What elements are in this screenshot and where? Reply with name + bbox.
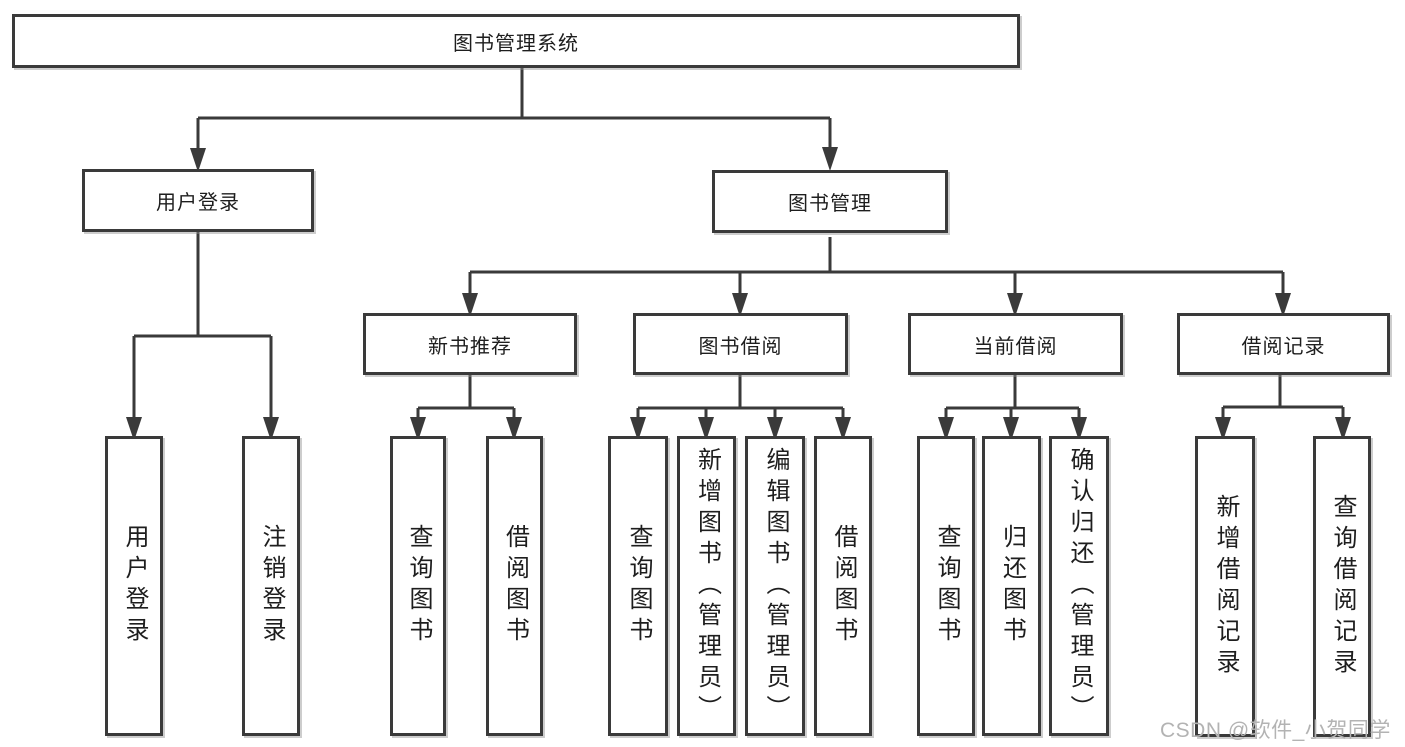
arrow-down-icon (1275, 293, 1291, 317)
leaf-label: 借阅图书 (830, 524, 857, 648)
leaf-confirm-return-admin: 确认归还（管理员） (1049, 436, 1109, 736)
node-current-borrow-label: 当前借阅 (973, 335, 1058, 358)
leaf-user-login: 用户登录 (105, 436, 163, 736)
leaf-query-books-borrow: 查询图书 (608, 436, 668, 736)
leaf-label: 新增借阅记录 (1212, 493, 1239, 680)
leaf-label: 编辑图书（管理员） (762, 446, 789, 726)
connector-book-management-children (468, 237, 1285, 295)
arrow-down-icon (1071, 417, 1087, 441)
connector-borrow-records-children (1221, 375, 1345, 419)
connector-book-borrow-children (636, 375, 845, 419)
node-new-book-recommend-label: 新书推荐 (428, 335, 512, 358)
leaf-label: 借阅图书 (501, 524, 529, 648)
leaf-label: 查询借阅记录 (1329, 493, 1356, 680)
leaf-return-books: 归还图书 (982, 436, 1041, 736)
arrow-down-icon (410, 417, 426, 441)
node-book-management: 图书管理 (712, 170, 948, 233)
leaf-logout: 注销登录 (242, 436, 300, 736)
connector-current-borrow-children (944, 375, 1081, 419)
leaf-logout-label: 注销登录 (258, 524, 285, 648)
arrow-down-icon (1335, 417, 1351, 441)
leaf-label: 查询图书 (405, 524, 432, 648)
arrow-down-icon (190, 148, 206, 172)
leaf-borrow-books-recommend: 借阅图书 (486, 436, 543, 736)
node-root: 图书管理系统 (12, 14, 1020, 68)
arrowheads (126, 147, 1351, 441)
leaf-query-books-current: 查询图书 (917, 436, 975, 736)
leaf-label: 归还图书 (998, 524, 1026, 648)
arrow-down-icon (263, 417, 279, 441)
node-borrow-records: 借阅记录 (1177, 313, 1390, 375)
leaf-user-login-label: 用户登录 (121, 524, 148, 648)
arrow-down-icon (835, 417, 851, 441)
arrow-down-icon (822, 147, 838, 171)
arrow-down-icon (767, 417, 783, 441)
connector-user-login-children (132, 232, 273, 419)
arrow-down-icon (1215, 417, 1231, 441)
node-book-borrow: 图书借阅 (633, 313, 848, 375)
arrow-down-icon (462, 293, 478, 317)
node-new-book-recommend: 新书推荐 (363, 313, 577, 375)
arrow-down-icon (1007, 293, 1023, 317)
leaf-label: 新增图书（管理员） (693, 446, 721, 726)
node-book-management-label: 图书管理 (788, 193, 872, 215)
arrow-down-icon (732, 293, 748, 317)
arrow-down-icon (506, 417, 522, 441)
arrow-down-icon (630, 417, 646, 441)
connector-root-to-level2 (196, 68, 832, 150)
arrow-down-icon (938, 417, 954, 441)
node-current-borrow: 当前借阅 (908, 313, 1123, 375)
csdn-watermark: CSDN @软件_小贺同学 (1160, 719, 1391, 742)
node-root-label: 图书管理系统 (453, 32, 579, 55)
node-borrow-records-label: 借阅记录 (1241, 335, 1326, 358)
leaf-edit-books-admin: 编辑图书（管理员） (745, 436, 805, 736)
leaf-label: 查询图书 (933, 524, 960, 648)
connector-new-book-children (416, 375, 516, 419)
leaf-add-borrow-record: 新增借阅记录 (1195, 436, 1255, 737)
arrow-down-icon (698, 417, 714, 441)
node-user-login-label: 用户登录 (156, 192, 240, 214)
arrow-down-icon (1003, 417, 1019, 441)
leaf-add-books-admin: 新增图书（管理员） (677, 436, 736, 736)
leaf-query-books-recommend: 查询图书 (390, 436, 446, 736)
leaf-label: 查询图书 (625, 524, 652, 648)
arrow-down-icon (126, 417, 142, 441)
node-book-borrow-label: 图书借阅 (698, 335, 783, 358)
leaf-borrow-books: 借阅图书 (814, 436, 872, 736)
node-user-login: 用户登录 (82, 169, 314, 232)
leaf-query-borrow-record: 查询借阅记录 (1313, 436, 1371, 737)
leaf-label: 确认归还（管理员） (1066, 446, 1093, 726)
